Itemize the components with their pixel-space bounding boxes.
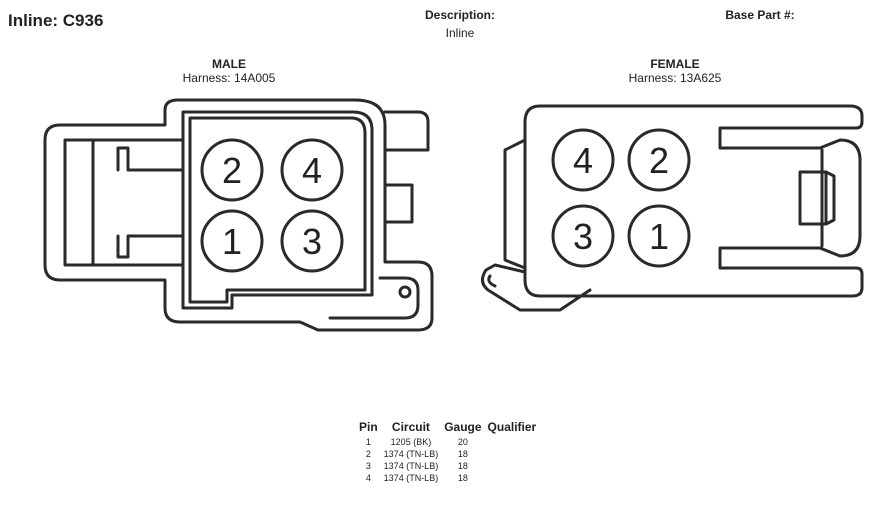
female-pin-label: 4 [573, 140, 593, 181]
table-row: 1 1205 (BK) 20 [356, 436, 539, 448]
qualifier-cell [485, 436, 540, 448]
gauge-cell: 18 [457, 473, 468, 483]
pin-cell: 4 [365, 473, 371, 483]
female-connector-outline [481, 104, 864, 312]
pin-header: Pin [359, 420, 378, 434]
pin-table-header: Pin Circuit Gauge Qualifier [356, 420, 539, 436]
table-row: 3 1374 (TN-LB) 18 [356, 460, 539, 472]
male-title: MALE [212, 57, 246, 71]
male-pin-label: 2 [222, 150, 242, 191]
gauge-cell: 18 [457, 461, 468, 471]
male-harness: Harness: 14A005 [182, 71, 276, 85]
male-pin-label: 4 [302, 150, 322, 191]
male-pin-label: 3 [302, 221, 322, 262]
base-part-label: Base Part #: [725, 8, 795, 22]
circuit-cell: 1374 (TN-LB) [383, 449, 439, 459]
male-pin-3: 3 [280, 209, 344, 273]
male-pin-label: 1 [222, 221, 242, 262]
circuit-header: Circuit [391, 420, 430, 434]
gauge-cell: 20 [457, 437, 468, 447]
description-label: Description: [424, 8, 495, 22]
qualifier-cell [485, 460, 540, 472]
female-pin-1: 1 [627, 204, 691, 268]
male-pin-2: 2 [200, 138, 264, 202]
connector-diagram: 2 4 1 3 4 2 3 1 [43, 98, 864, 332]
male-pins: 2 4 1 3 [200, 138, 344, 273]
pin-cell: 2 [365, 449, 371, 459]
description-value: Inline [445, 26, 475, 40]
female-pin-label: 2 [649, 140, 669, 181]
pin-table: Pin Circuit Gauge Qualifier 1 1205 (BK) … [356, 420, 539, 484]
pin-cell: 1 [365, 437, 371, 447]
female-pin-label: 3 [573, 216, 593, 257]
circuit-cell: 1205 (BK) [390, 437, 432, 447]
qualifier-cell [485, 472, 540, 484]
qualifier-cell [485, 448, 540, 460]
circuit-cell: 1374 (TN-LB) [383, 461, 439, 471]
table-row: 4 1374 (TN-LB) 18 [356, 472, 539, 484]
male-pin-1: 1 [200, 209, 264, 273]
gauge-cell: 18 [457, 449, 468, 459]
circuit-cell: 1374 (TN-LB) [383, 473, 439, 483]
male-pin-4: 4 [280, 138, 344, 202]
female-pin-4: 4 [551, 128, 615, 192]
female-pins: 4 2 3 1 [551, 128, 691, 268]
pin-cell: 3 [365, 461, 371, 471]
qualifier-header: Qualifier [487, 420, 537, 434]
female-pin-2: 2 [627, 128, 691, 192]
female-pin-3: 3 [551, 204, 615, 268]
female-title: FEMALE [650, 57, 700, 71]
female-pin-label: 1 [649, 216, 669, 257]
male-connector-outline [43, 98, 434, 332]
gauge-header: Gauge [444, 420, 482, 434]
table-row: 2 1374 (TN-LB) 18 [356, 448, 539, 460]
connector-title: Inline: C936 [8, 11, 104, 30]
female-harness: Harness: 13A625 [628, 71, 722, 85]
